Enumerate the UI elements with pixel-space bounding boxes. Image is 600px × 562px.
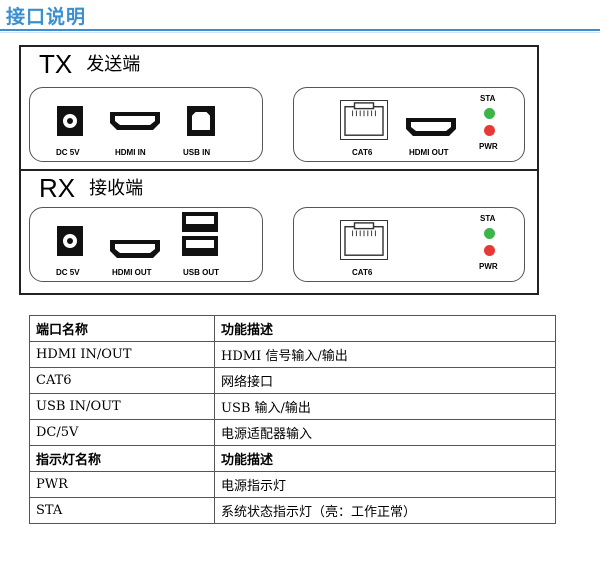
rx-name: 接收端: [89, 178, 144, 199]
usb-a-port-icon: [182, 236, 218, 256]
table-cell-name: USB IN/OUT: [29, 393, 215, 420]
hdmi-port-icon: [110, 112, 160, 130]
table-cell-name: STA: [29, 497, 215, 524]
rx-port-label-dc: DC 5V: [56, 268, 80, 277]
rx-panel: RX 接收端 DC 5V HDMI OUT USB OUT CAT6 STA PW…: [19, 171, 539, 295]
table-cell-name: HDMI IN/OUT: [29, 341, 215, 368]
table-cell-description: 系统状态指示灯（亮：工作正常）: [214, 497, 556, 524]
tx-code: TX: [39, 49, 73, 79]
table-cell-name: PWR: [29, 471, 215, 498]
table-cell-description: 功能描述: [214, 315, 556, 342]
tx-port-label-cat6: CAT6: [352, 148, 373, 157]
table-cell-description: HDMI 信号输入/输出: [214, 341, 556, 368]
table-cell-name: 指示灯名称: [29, 445, 215, 472]
tx-led-label-sta: STA: [480, 94, 496, 103]
hdmi-port-icon: [110, 240, 160, 258]
rx-left-device: DC 5V HDMI OUT USB OUT: [29, 207, 263, 282]
tx-name: 发送端: [86, 54, 141, 75]
table-cell-name: 端口名称: [29, 315, 215, 342]
table-header-row: 指示灯名称功能描述: [29, 445, 556, 472]
sta-led-icon: [484, 108, 495, 119]
tx-port-label-hdmi: HDMI IN: [115, 148, 146, 157]
rx-code: RX: [39, 173, 76, 203]
table-cell-description: 电源指示灯: [214, 471, 556, 498]
dc-jack-icon: [57, 226, 83, 256]
tx-right-device: CAT6 HDMI OUT STA PWR: [293, 87, 525, 162]
tx-port-label-usb: USB IN: [183, 148, 211, 157]
pwr-led-icon: [484, 125, 495, 136]
dc-jack-icon: [57, 106, 83, 136]
rx-panel-title: RX 接收端: [39, 173, 143, 204]
usb-a-port-icon: [182, 212, 218, 232]
tx-port-label-hdmi-out: HDMI OUT: [409, 148, 449, 157]
rj45-port-icon: [340, 100, 388, 140]
rx-right-device: CAT6 STA PWR: [293, 207, 525, 282]
tx-port-label-dc: DC 5V: [56, 148, 80, 157]
table-cell-name: CAT6: [29, 367, 215, 394]
table-cell-description: 电源适配器输入: [214, 419, 556, 446]
tx-panel-title: TX 发送端: [39, 49, 140, 80]
rx-port-label-cat6: CAT6: [352, 268, 373, 277]
table-cell-description: 网络接口: [214, 367, 556, 394]
table-cell-description: USB 输入/输出: [214, 393, 556, 420]
title-underline: [0, 29, 600, 31]
rx-led-label-sta: STA: [480, 214, 496, 223]
rx-led-label-pwr: PWR: [479, 262, 498, 271]
usb-b-port-icon: [187, 106, 215, 136]
rx-port-label-usb: USB OUT: [183, 268, 219, 277]
table-header-row: 端口名称功能描述: [29, 315, 556, 342]
rx-port-label-hdmi: HDMI OUT: [112, 268, 152, 277]
title-underline-shadow: [0, 32, 600, 33]
tx-panel: TX 发送端 DC 5V HDMI IN USB IN CAT6 HDMI OUT…: [19, 45, 539, 171]
tx-led-label-pwr: PWR: [479, 142, 498, 151]
rj45-port-icon: [340, 220, 388, 260]
page-title: 接口说明: [6, 6, 87, 28]
sta-led-icon: [484, 228, 495, 239]
tx-left-device: DC 5V HDMI IN USB IN: [29, 87, 263, 162]
hdmi-port-icon: [406, 118, 456, 136]
pwr-led-icon: [484, 245, 495, 256]
table-cell-name: DC/5V: [29, 419, 215, 446]
table-cell-description: 功能描述: [214, 445, 556, 472]
